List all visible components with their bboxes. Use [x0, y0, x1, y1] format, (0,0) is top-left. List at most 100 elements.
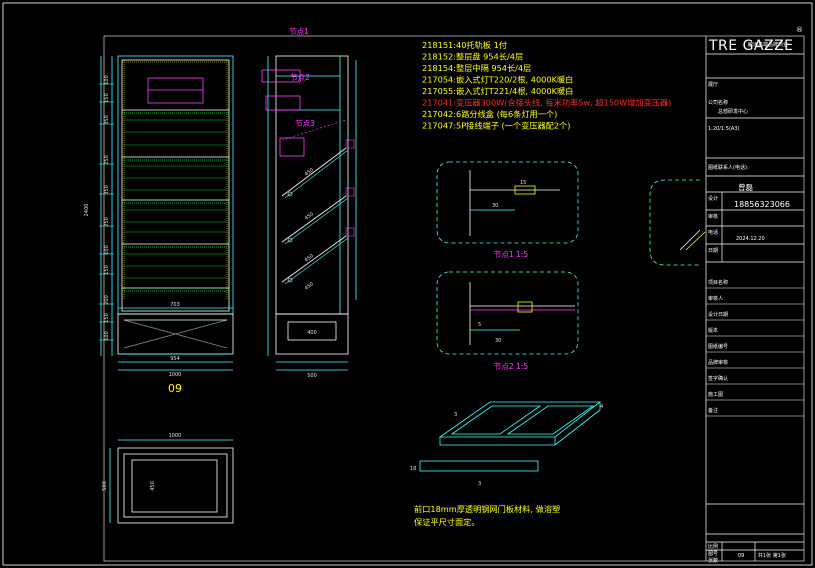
side-shelf-edge: [284, 237, 349, 285]
tb-field-label: 图纸编号: [708, 343, 728, 350]
side-shelf-cap: [345, 227, 355, 237]
side-shelf-dim: 450: [304, 253, 315, 263]
tb-field-label: 品牌审核: [708, 359, 728, 366]
tb-field-label: 电话: [708, 229, 718, 236]
note-line: 217054:嵌入式灯T220/2根, 4000K暖白: [422, 75, 573, 85]
brand-logo: TRE GAZZE: [708, 38, 794, 54]
elevation-number: 09: [168, 382, 182, 395]
side-shelf-bracket: [287, 277, 293, 283]
side-shelf-dim: 450: [304, 281, 315, 291]
tb-field-label: 施工图: [708, 391, 723, 398]
side-shelf: [281, 235, 347, 283]
front-left-dim: 350: [104, 115, 110, 125]
side-shelf-top: [281, 119, 347, 141]
dim-plan-inner: 450: [150, 481, 156, 491]
side-shelf-edge: [284, 197, 349, 245]
front-left-dim: 100: [104, 245, 110, 255]
side-shelf-dims: 450 450 450 450: [304, 167, 315, 291]
iso-top: [438, 401, 602, 438]
iso-shelf: [419, 401, 602, 472]
tb-field-label: 项目名称: [708, 279, 728, 286]
side-shelf-cap: [345, 187, 355, 197]
note-line: 218154:整层中隔 954长/4层: [422, 63, 531, 73]
node1-caption: 节点1 1:5: [494, 250, 528, 259]
tb-sheet-count: 共1张 第1张: [758, 552, 786, 559]
front-left-dim: 200: [104, 295, 110, 305]
tb-dept: 公司名称: [708, 99, 728, 106]
plan-view: [109, 439, 234, 524]
front-elevation: [100, 55, 234, 371]
node1-marker: [261, 69, 301, 83]
tb-date: 2024.12.20: [736, 236, 765, 242]
node2-dim-b: 30: [495, 338, 501, 344]
dim-plan-depth: 500: [102, 481, 108, 491]
front-left-dim: 350: [104, 185, 110, 195]
node3-marker: [279, 137, 305, 157]
note-line: 217055:嵌入式灯T221/4根, 4000K暖白: [422, 86, 573, 96]
dim-front-width: 1000: [169, 372, 182, 378]
front-left-dim: 250: [104, 155, 110, 165]
note-line: 218152:整层盘 954长/4层: [422, 52, 523, 62]
tb-contact: 图纸联系人(电话):: [708, 164, 749, 171]
front-header-box: [147, 77, 204, 104]
node2-marker: [265, 95, 301, 111]
node1-label: 节点1: [289, 27, 309, 36]
tb-field-label: 设计日期: [708, 311, 728, 318]
tb-size: 1:20/1:5(A3): [708, 126, 740, 132]
tb-field-label: 日期: [708, 248, 718, 254]
plan-outer: [117, 447, 234, 524]
side-shelf-dim: 450: [304, 211, 315, 221]
tb-field-label: 审核: [708, 213, 718, 220]
tb-bottom-label: 比例: [708, 543, 718, 550]
tb-designer: 曾磊: [738, 182, 753, 192]
note-line: 217047:5P接线端子 (一个变压器配2个): [422, 121, 570, 131]
footer-note-1: 前口18mm厚透明钢网门板材料, 做溶塑: [414, 504, 560, 514]
front-left-dim: 100: [104, 331, 110, 341]
front-inner: [121, 59, 230, 312]
front-left-dim: 150: [104, 313, 110, 323]
front-shelves: [122, 60, 229, 300]
material-notes: 218151:40托轨板 1付 218152:整层盘 954长/4层218154:…: [422, 40, 671, 131]
front-outer: [117, 55, 234, 315]
side-shelf-bracket: [287, 191, 293, 197]
side-callout-detail: [649, 179, 706, 266]
dim-front-inner: 954: [170, 356, 180, 362]
iso-dim-d: 3: [478, 481, 481, 487]
footer-note-2: 保证平尺寸面定。: [414, 517, 480, 527]
dim-front-height: 2400: [84, 204, 90, 217]
tb-field-label: 设计: [708, 195, 718, 202]
side-shelf-bracket: [287, 237, 293, 243]
tb-center: 总部研发中心: [718, 108, 748, 115]
side-shelf-dim: 450: [304, 167, 315, 177]
front-left-dim: 100: [104, 75, 110, 85]
note-line: 218151:40托轨板 1付: [422, 40, 507, 50]
node2-detail: [436, 271, 579, 355]
iso-rail: [419, 460, 539, 472]
node1-dim-a: 15: [520, 180, 526, 186]
dim-front-base: 703: [170, 302, 180, 308]
front-left-dim: 250: [104, 217, 110, 227]
tb-bottom-label: 张数: [708, 557, 718, 564]
iso-dim-b: 4: [600, 404, 603, 410]
node1-detail: [436, 161, 579, 244]
title-block-rows: 项目名称审核人设计日期版本图纸编号品牌审核签字确认施工图备注设计审核电话日期比例…: [706, 195, 804, 564]
node2-dim-a: 5: [478, 322, 481, 328]
note-line: 217041:变压器300W(含接头线, 每米功率5w, 超150W增加变压器): [422, 98, 671, 108]
side-shelf: [281, 147, 347, 197]
iso-dim-a: 3: [454, 412, 457, 418]
node2-label: 节点2: [290, 73, 310, 82]
tb-bottom-label: 图号: [708, 551, 718, 557]
node3-label: 节点3: [295, 119, 315, 128]
tb-sheet-number: 09: [738, 553, 744, 559]
brand-subtitle: 欧洲高端品牌商业: [748, 41, 788, 48]
registered-mark: ®: [796, 26, 803, 34]
front-left-dim: 150: [104, 93, 110, 103]
dim-side-depth: 500: [307, 373, 317, 379]
node1-dim-b: 30: [492, 203, 498, 209]
iso-dim-c: 18: [410, 466, 416, 472]
side-section: [261, 55, 357, 371]
tb-field-label: 版本: [708, 327, 718, 334]
